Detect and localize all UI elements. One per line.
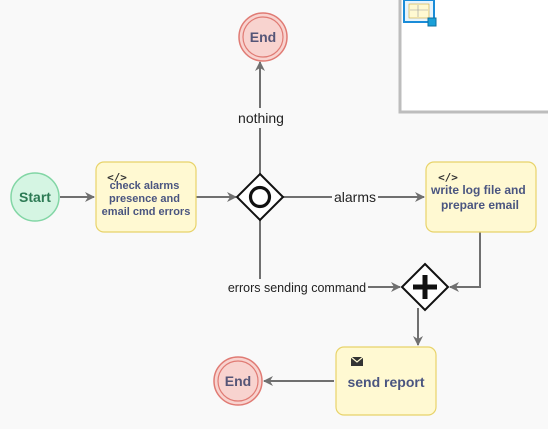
task-check-line-1: check alarms (110, 180, 180, 192)
minimap-resize-handle[interactable] (427, 17, 437, 27)
task-write-line-2: prepare email (441, 198, 519, 212)
task-send-report[interactable]: send report (335, 346, 437, 416)
edge-label-nothing[interactable]: nothing (238, 110, 284, 126)
end-event-top[interactable]: End (238, 12, 288, 62)
svg-text:check alarms presence an: check alarms presence and email cmd erro… (102, 180, 191, 218)
start-event[interactable]: Start (10, 172, 60, 222)
task-write-log[interactable]: </> write log file and prepare email (425, 161, 537, 233)
minimap-panel[interactable] (398, 0, 548, 114)
end-top-label: End (250, 29, 276, 45)
edge-labels: nothing alarms errors sending command (222, 108, 378, 297)
task-check-alarms[interactable]: </> check alarms presence and email cmd … (95, 161, 197, 233)
task-check-line-3: email cmd errors (102, 206, 191, 218)
end-event-bottom[interactable]: End (213, 356, 263, 406)
task-check-line-2: presence and (109, 193, 180, 205)
task-send-label: send report (347, 374, 424, 390)
task-write-line-1: write log file and (430, 183, 526, 197)
parallel-gateway[interactable] (400, 262, 450, 312)
edge-write-to-parallel[interactable] (449, 232, 481, 292)
envelope-icon (350, 356, 364, 366)
code-icon: </> (438, 171, 458, 184)
svg-text:write log file and prepa: write log file and prepare email (430, 183, 529, 212)
plus-icon (413, 275, 437, 299)
inclusive-gateway[interactable] (235, 172, 285, 222)
minimap-viewport[interactable] (403, 0, 437, 27)
gateway-circle-icon (248, 185, 272, 209)
end-bottom-label: End (225, 373, 251, 389)
edge-gateway-to-parallel[interactable] (259, 220, 401, 292)
start-label: Start (19, 189, 51, 205)
edge-label-alarms[interactable]: alarms (334, 189, 376, 205)
code-icon: </> (107, 171, 127, 184)
edge-label-errors[interactable]: errors sending command (228, 281, 366, 295)
